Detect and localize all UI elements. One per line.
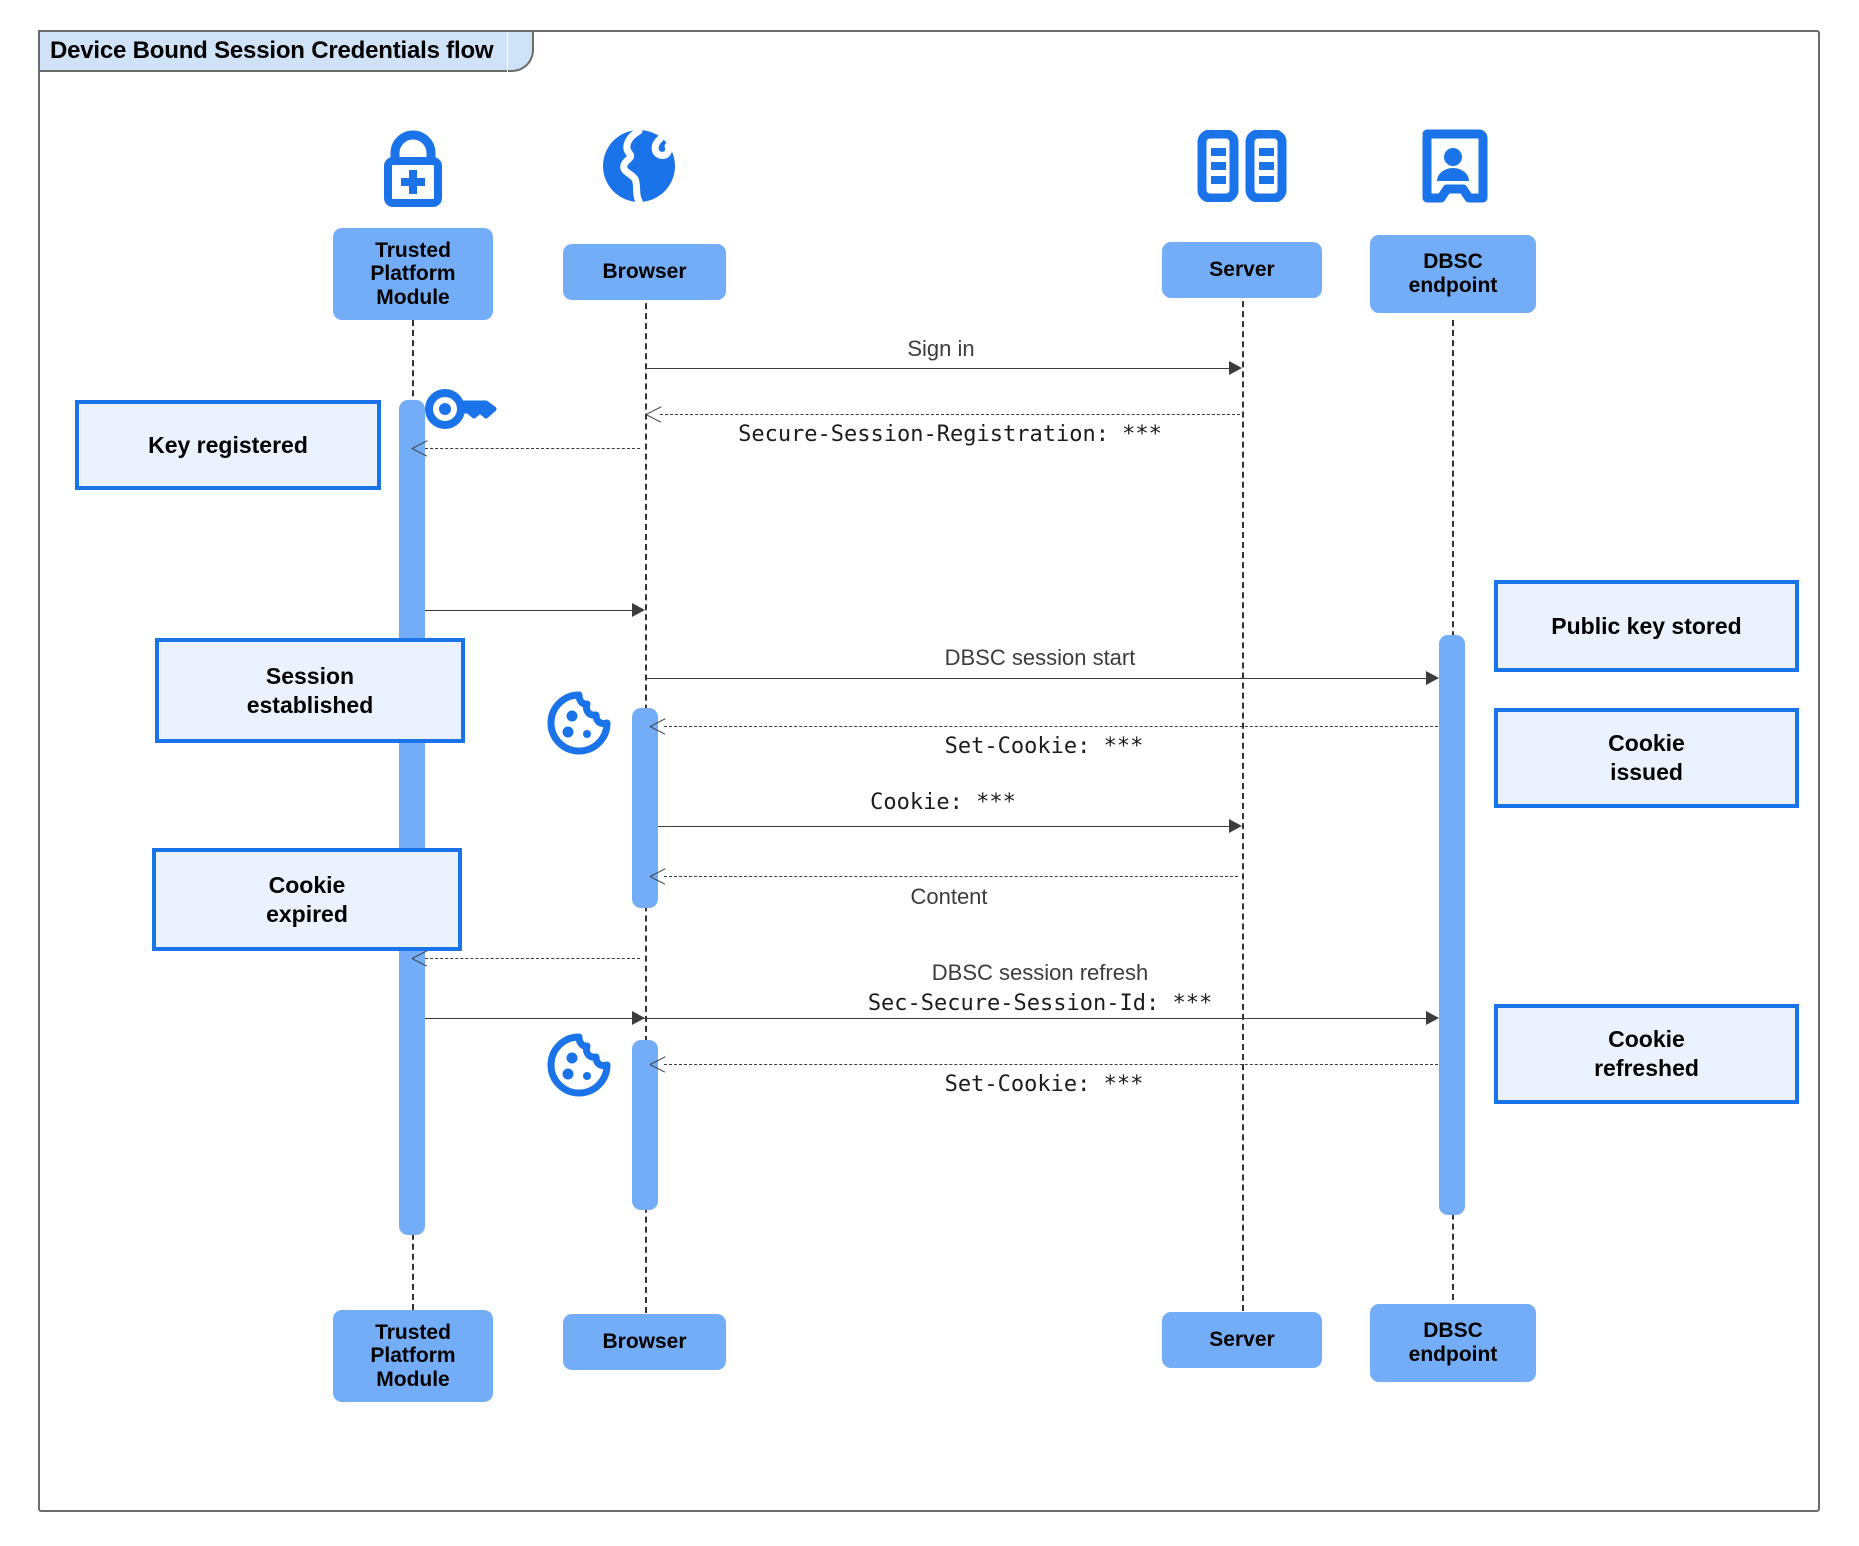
frame-title-notch	[508, 30, 534, 72]
note-text: Cookie expired	[266, 871, 348, 927]
message-line-m6	[664, 726, 1438, 727]
arrowhead-m3	[412, 440, 428, 456]
frame-title: Device Bound Session Credentials flow	[38, 30, 508, 72]
message-line-m5	[646, 678, 1436, 679]
id-badge-icon	[1418, 128, 1488, 208]
note-text: Key registered	[148, 431, 308, 458]
note-text: Cookie issued	[1608, 730, 1685, 785]
arrowhead-m4	[632, 603, 645, 617]
arrowhead-m8	[650, 868, 666, 884]
participant-server-header[interactable]: Server	[1162, 242, 1322, 298]
participant-label: Trusted Platform Module	[370, 238, 456, 309]
participant-label: Server	[1209, 1328, 1275, 1352]
key-icon	[424, 383, 502, 435]
message-label-m10-line1: DBSC session refresh	[931, 960, 1149, 985]
participant-tpm-footer[interactable]: Trusted Platform Module	[333, 1310, 493, 1402]
message-label-m6: Set-Cookie: ***	[944, 734, 1144, 759]
arrowhead-m9	[412, 950, 428, 966]
arrowhead-m10	[1426, 1011, 1439, 1025]
participant-tpm-header[interactable]: Trusted Platform Module	[333, 228, 493, 320]
participant-label: Browser	[602, 1330, 687, 1354]
message-label-m2: Secure-Session-Registration: ***	[738, 422, 1162, 447]
message-label-m10-line2: Sec-Secure-Session-Id: ***	[867, 991, 1213, 1016]
note-text: Session established	[246, 662, 374, 718]
participant-label: Browser	[602, 260, 687, 284]
note-cookie-issued: Cookie issued	[1494, 708, 1799, 808]
message-line-m1	[646, 368, 1236, 369]
note-cookie-expired: Cookie expired	[152, 848, 462, 951]
globe-icon	[598, 125, 680, 207]
message-line-m9	[425, 958, 640, 959]
participant-label: Trusted Platform Module	[370, 1320, 456, 1391]
participant-browser-header[interactable]: Browser	[563, 244, 726, 300]
note-text: Public key stored	[1551, 612, 1742, 639]
arrowhead-m6	[650, 718, 666, 734]
lock-plus-icon	[370, 128, 456, 208]
arrowhead-m2	[646, 406, 662, 422]
message-line-m8	[664, 876, 1238, 877]
note-key-registered: Key registered	[75, 400, 381, 490]
message-label-m7: Cookie: ***	[870, 790, 1016, 815]
cookie-icon	[545, 690, 613, 756]
message-label-m8: Content	[910, 884, 988, 909]
message-line-m7	[658, 826, 1236, 827]
arrowhead-m10-mid	[632, 1011, 645, 1025]
note-text: Cookie refreshed	[1594, 1026, 1699, 1081]
arrowhead-m1	[1229, 361, 1242, 375]
participant-label: DBSC endpoint	[1408, 1319, 1498, 1366]
message-line-m3	[425, 448, 640, 449]
arrowhead-m11	[650, 1056, 666, 1072]
activation-bar-dbsc	[1439, 635, 1465, 1215]
participant-label: DBSC endpoint	[1408, 250, 1498, 297]
participant-browser-footer[interactable]: Browser	[563, 1314, 726, 1370]
lifeline-server	[1242, 281, 1244, 1311]
participant-dbsc-footer[interactable]: DBSC endpoint	[1370, 1304, 1536, 1382]
activation-bar-tpm	[399, 400, 425, 1235]
message-label-m11: Set-Cookie: ***	[944, 1072, 1144, 1097]
message-line-m4	[425, 610, 640, 611]
arrowhead-m5	[1426, 671, 1439, 685]
note-public-key-stored: Public key stored	[1494, 580, 1799, 672]
arrowhead-m7	[1229, 819, 1242, 833]
message-label-m1: Sign in	[907, 336, 975, 361]
message-label-m5: DBSC session start	[944, 645, 1136, 670]
message-line-m2	[660, 414, 1240, 415]
note-cookie-refreshed: Cookie refreshed	[1494, 1004, 1799, 1104]
note-session-established: Session established	[155, 638, 465, 743]
server-racks-icon	[1196, 130, 1288, 202]
message-line-m11	[664, 1064, 1438, 1065]
message-line-m10	[425, 1018, 1436, 1019]
participant-server-footer[interactable]: Server	[1162, 1312, 1322, 1368]
cookie-icon	[545, 1032, 613, 1098]
participant-dbsc-header[interactable]: DBSC endpoint	[1370, 235, 1536, 313]
participant-label: Server	[1209, 258, 1275, 282]
